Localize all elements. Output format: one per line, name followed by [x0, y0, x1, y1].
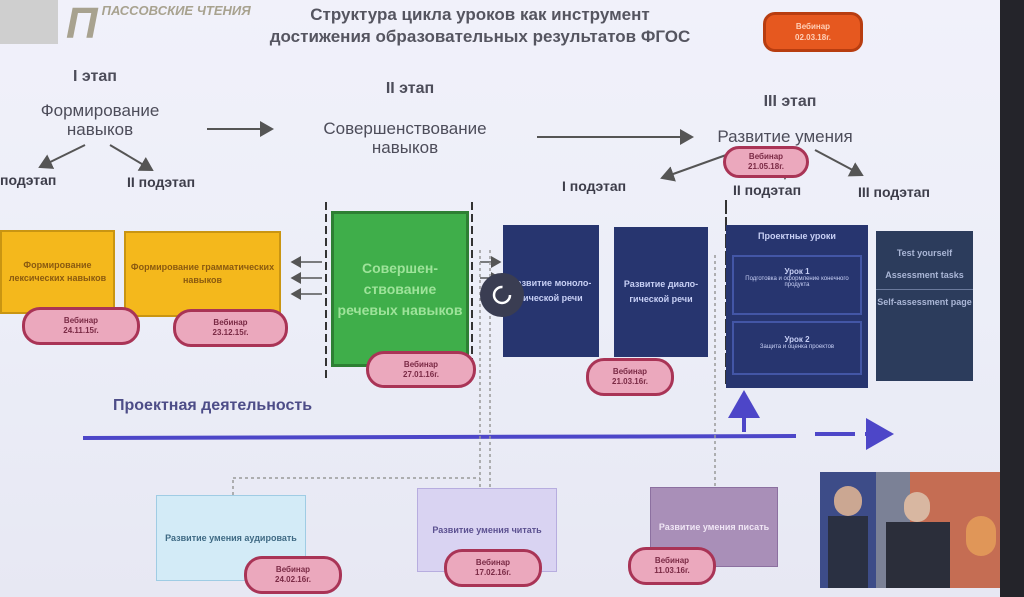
stage1-label: I этап	[73, 68, 117, 85]
flowers	[966, 516, 996, 556]
stage3-label: III этап	[763, 93, 817, 110]
stage1-sub1: подэтап	[0, 172, 57, 188]
person-left-head	[834, 486, 862, 516]
webinar-badge-4: Вебинар 21.03.16г.	[586, 358, 674, 396]
webinar7-line2: 11.03.16г.	[654, 566, 690, 575]
webinar-badge-3: Вебинар 27.01.16г.	[366, 351, 476, 388]
webinar6-line1: Вебинар	[475, 558, 511, 567]
top-badge-line1: Вебинар	[795, 22, 831, 31]
slide-title: Структура цикла уроков как инструмент до…	[215, 4, 745, 48]
person-right-body	[886, 522, 950, 588]
slide-title-line2: достижения образовательных результатов Ф…	[269, 27, 691, 46]
project-lessons-box: Проектные уроки Урок 1 Подготовка и офор…	[726, 225, 868, 388]
grammar-skills-box: Формирование грамматических навыков	[124, 231, 281, 317]
webinar4-line2: 21.03.16г.	[612, 377, 648, 386]
conference-logo: П ПАССОВСКИЕ ЧТЕНИЯ	[66, 0, 251, 48]
organizer-logo	[0, 0, 58, 44]
webinar1-line1: Вебинар	[63, 316, 99, 325]
webinar3-line2: 27.01.16г.	[403, 369, 439, 379]
monitor-bezel	[1000, 0, 1024, 597]
test-line3: Self-assessment page	[876, 289, 973, 310]
stage3-name: Развитие умения	[717, 127, 853, 146]
stage2-name: Совершенствование навыков	[323, 119, 487, 157]
webinar-badge-2: Вебинар 23.12.15г.	[173, 309, 288, 347]
stage3-webinar-line2: 21.05.18г.	[748, 162, 784, 171]
stage3-webinar-badge: Вебинар 21.05.18г.	[723, 146, 809, 178]
stage1-name: Формирование навыков	[40, 101, 160, 139]
lesson1-title: Урок 1	[784, 267, 810, 276]
speaker-video-thumbnail	[820, 472, 1000, 588]
person-left-body	[828, 516, 868, 588]
webinar-badge-7: Вебинар 11.03.16г.	[628, 547, 716, 585]
webinar2-line1: Вебинар	[213, 318, 248, 327]
webinar2-line2: 23.12.15г.	[212, 328, 249, 337]
loading-spinner-icon	[480, 273, 524, 317]
lesson1-text: Подготовка и оформление конечного продук…	[745, 276, 849, 288]
webinar4-line1: Вебинар	[612, 367, 648, 376]
dialogue-box: Развитие диало-гической речи	[614, 227, 708, 357]
webinar-badge-5: Вебинар 24.02.16г.	[244, 556, 342, 594]
top-webinar-badge: Вебинар 02.03.18г.	[763, 12, 863, 52]
person-right-head	[904, 492, 930, 522]
stage3-webinar-line1: Вебинар	[748, 152, 784, 161]
slide-screen: П ПАССОВСКИЕ ЧТЕНИЯ Структура цикла урок…	[0, 0, 1000, 597]
webinar5-line1: Вебинар	[275, 565, 311, 574]
webinar7-line1: Вебинар	[654, 556, 690, 565]
lexical-skills-box: Формирование лексических навыков	[0, 230, 115, 314]
test-line2: Assessment tasks	[885, 270, 964, 280]
webinar1-line2: 24.11.15г.	[63, 326, 99, 335]
test-yourself-box: Test yourself Assessment tasks Self-asse…	[876, 231, 973, 381]
webinar3-line1: Вебинар	[403, 359, 439, 369]
webinar-badge-1: Вебинар 24.11.15г.	[22, 307, 140, 345]
webinar5-line2: 24.02.16г.	[275, 575, 311, 584]
speech-skills-box: Совершен-ствование речевых навыков	[331, 211, 469, 367]
stage3-sub1: I подэтап	[562, 178, 627, 194]
webinar6-line2: 17.02.16г.	[475, 568, 511, 577]
webinar-badge-6: Вебинар 17.02.16г.	[444, 549, 542, 587]
project-activity-label: Проектная деятельность	[113, 397, 313, 414]
test-line1: Test yourself	[896, 248, 953, 258]
top-badge-line2: 02.03.18г.	[795, 33, 831, 42]
lesson1-card: Урок 1 Подготовка и оформление конечного…	[732, 255, 862, 315]
stage1-sub2: II подэтап	[127, 174, 196, 190]
stage2-label: II этап	[385, 80, 435, 97]
conference-logo-text: ПАССОВСКИЕ ЧТЕНИЯ	[101, 3, 251, 18]
lesson2-card: Урок 2 Защита и оценка проектов	[732, 321, 862, 375]
stage3-sub3: III подэтап	[858, 184, 930, 200]
project-lessons-title: Проектные уроки	[758, 231, 836, 241]
conference-logo-letter: П	[66, 0, 98, 48]
lesson2-title: Урок 2	[784, 335, 810, 344]
slide-title-line1: Структура цикла уроков как инструмент	[310, 5, 650, 24]
lesson2-text: Защита и оценка проектов	[759, 344, 835, 350]
stage3-sub2: II подэтап	[733, 182, 802, 198]
